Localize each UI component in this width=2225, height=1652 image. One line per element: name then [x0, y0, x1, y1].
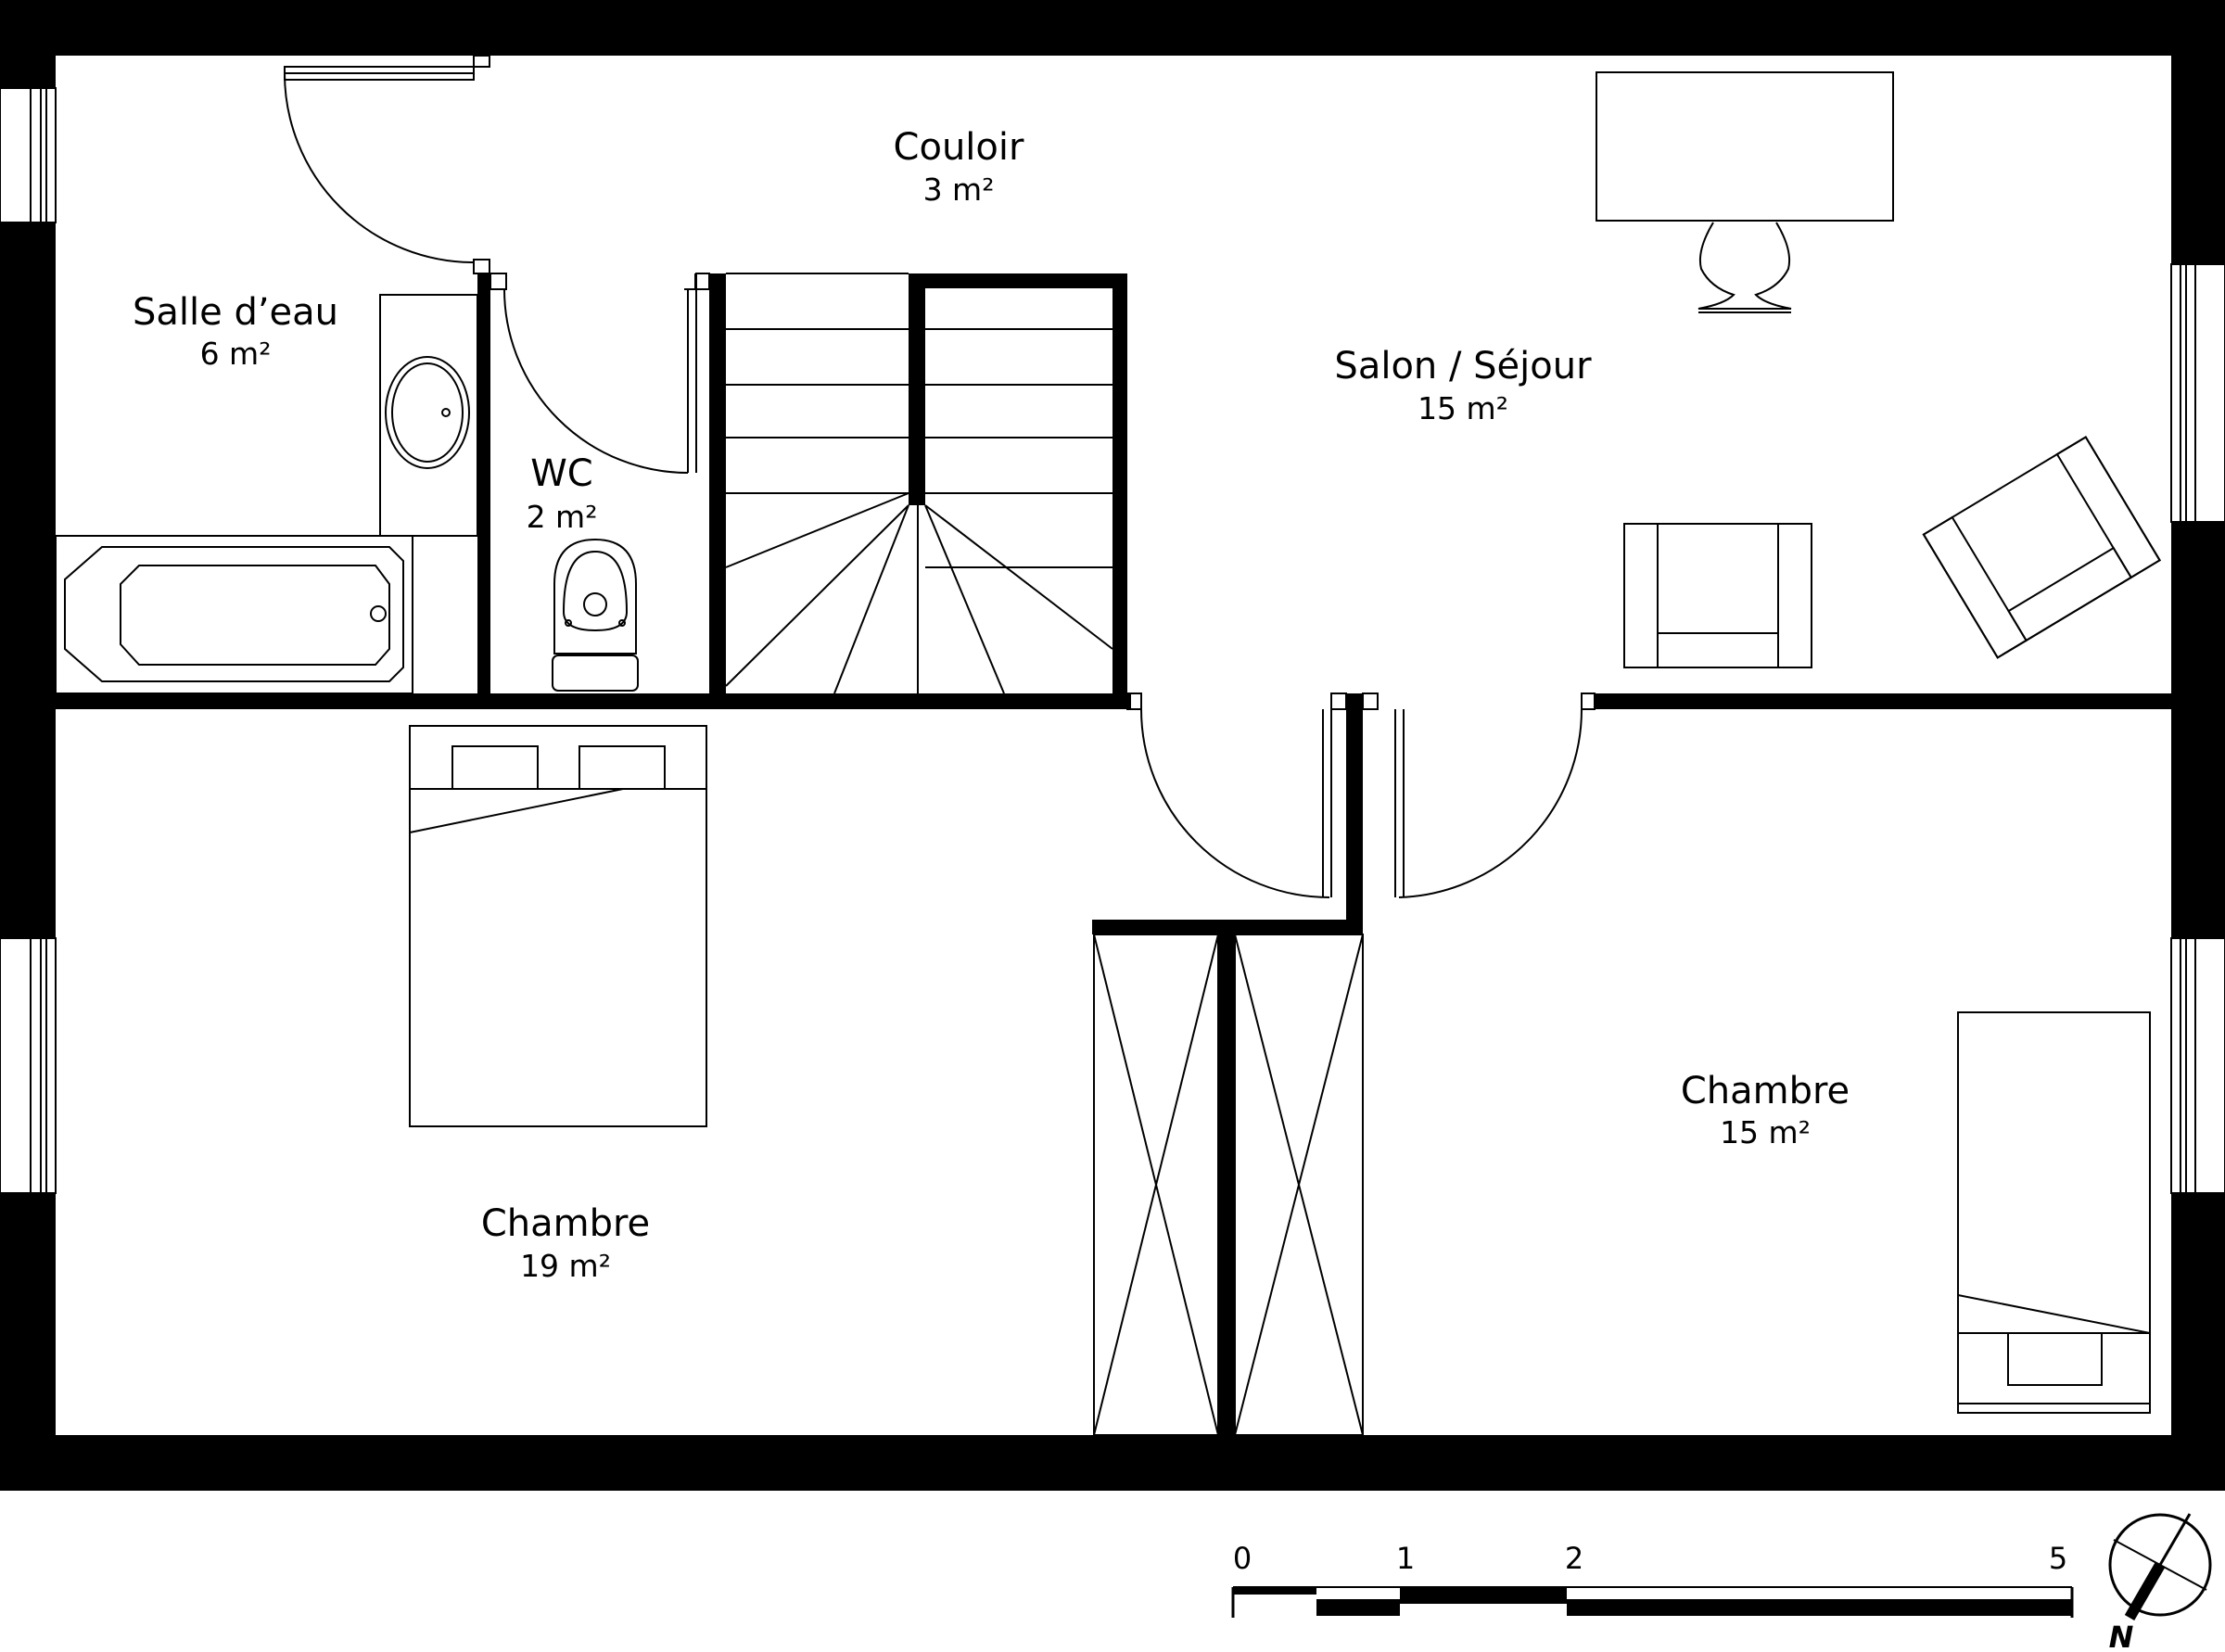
door-chambre-left [1126, 693, 1347, 898]
room-area: 19 m² [520, 1248, 611, 1284]
room-area: 15 m² [1418, 390, 1508, 426]
room-name: WC [530, 452, 592, 495]
single-bed [1957, 1011, 2151, 1414]
room-area: 3 m² [923, 172, 995, 208]
bathroom-counter [379, 294, 478, 537]
room-label-couloir: Couloir 3 m² [894, 126, 1024, 208]
desk [1596, 71, 1894, 222]
room-name: Couloir [894, 126, 1024, 169]
room-area: 15 m² [1720, 1114, 1811, 1150]
scale-tick-label: 2 [1565, 1541, 1583, 1576]
scale-tick-label: 0 [1233, 1541, 1252, 1576]
scale-tick-label: 5 [2049, 1541, 2067, 1576]
armchair-rotated [1922, 436, 2161, 659]
room-label-chambre-19: Chambre 19 m² [481, 1202, 650, 1284]
armchair [1623, 523, 1812, 668]
toilet [552, 538, 639, 692]
staircase [684, 273, 1113, 694]
window-right-bottom [2170, 937, 2225, 1194]
room-name: Chambre [1681, 1070, 1850, 1112]
room-name: Salon / Séjour [1334, 345, 1592, 388]
exterior-walls [0, 0, 2225, 1491]
compass-north-label: N [2109, 1620, 2134, 1652]
window-left-top [0, 87, 57, 223]
door-chambre-right [1362, 693, 1596, 898]
room-name: Chambre [481, 1202, 650, 1245]
room-label-chambre-15: Chambre 15 m² [1681, 1070, 1850, 1150]
desk-chair [1697, 222, 1792, 313]
room-label-wc: WC 2 m² [527, 452, 598, 535]
bathtub [55, 535, 477, 694]
interior-walls [56, 273, 2171, 1435]
room-label-salle-deau: Salle d’eau 6 m² [133, 291, 338, 372]
window-left-bottom [0, 937, 57, 1194]
window-right-top [2170, 263, 2225, 523]
scale-bar: 0 1 2 5 [1231, 1541, 2074, 1618]
room-area: 6 m² [200, 336, 272, 372]
double-bed [409, 725, 707, 1127]
door-wc [490, 273, 710, 474]
door-salle-deau [284, 55, 490, 274]
wardrobe [1093, 934, 1364, 1436]
room-name: Salle d’eau [133, 291, 338, 334]
compass-icon: N [2108, 1513, 2212, 1652]
scale-tick-label: 1 [1396, 1541, 1415, 1576]
room-label-salon-sejour: Salon / Séjour 15 m² [1334, 345, 1592, 426]
room-area: 2 m² [527, 499, 598, 535]
